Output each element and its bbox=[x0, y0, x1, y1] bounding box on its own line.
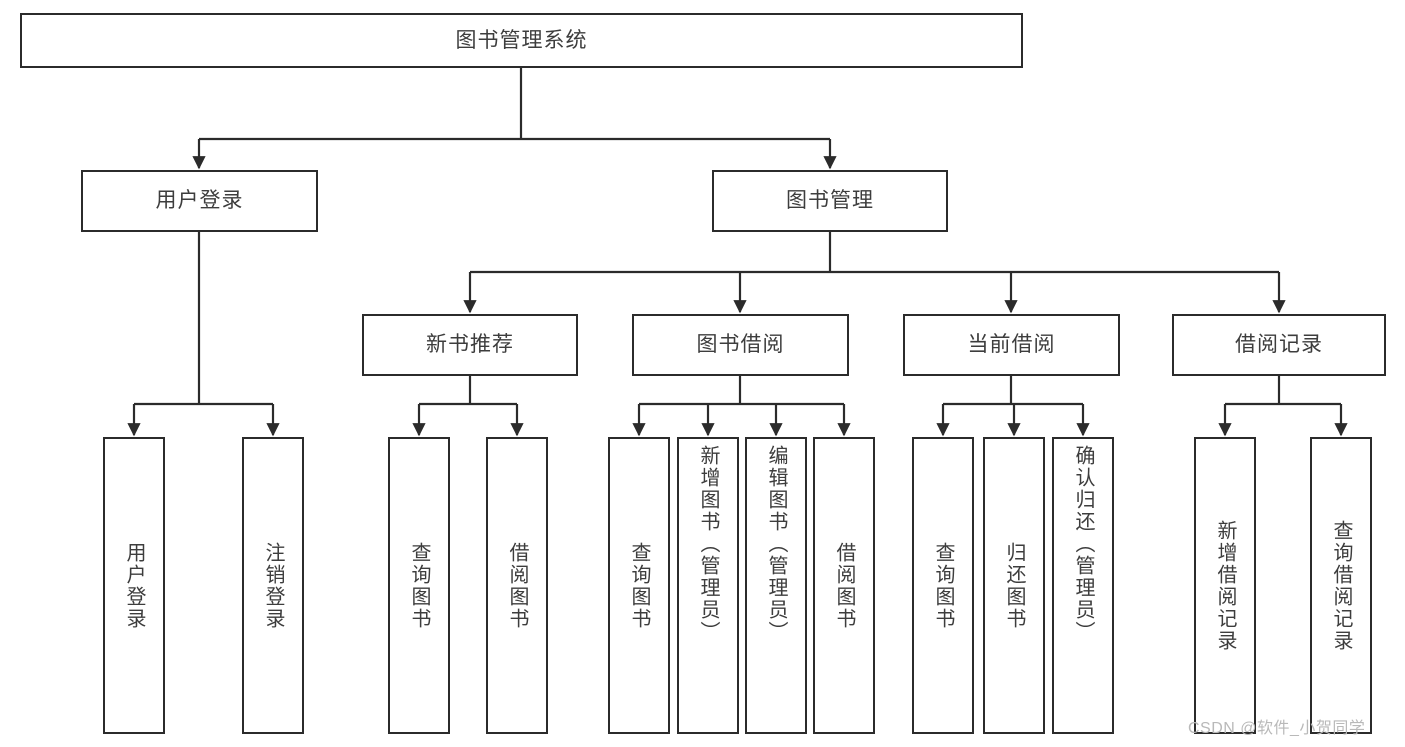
node-user-login[interactable]: 用户登录 bbox=[81, 170, 318, 232]
node-leaf-query-record[interactable]: 查询借阅记录 bbox=[1310, 437, 1372, 734]
node-leaf-user-login[interactable]: 用户登录 bbox=[103, 437, 165, 734]
node-book-borrow[interactable]: 图书借阅 bbox=[632, 314, 849, 376]
node-leaf-confirm-return[interactable]: 确认归还（管理员） bbox=[1052, 437, 1114, 734]
node-label: 图书管理 bbox=[786, 189, 874, 213]
node-book-manage[interactable]: 图书管理 bbox=[712, 170, 948, 232]
node-leaf-query-book-2[interactable]: 查询图书 bbox=[608, 437, 670, 734]
node-leaf-add-book[interactable]: 新增图书（管理员） bbox=[677, 437, 739, 734]
node-label: 当前借阅 bbox=[967, 333, 1056, 357]
node-leaf-borrow-book-1[interactable]: 借阅图书 bbox=[486, 437, 548, 734]
node-label: 编辑图书（管理员） bbox=[765, 445, 787, 643]
node-label: 用户登录 bbox=[123, 541, 145, 630]
node-label: 查询图书 bbox=[628, 541, 650, 630]
node-leaf-query-book-1[interactable]: 查询图书 bbox=[388, 437, 450, 734]
node-label: 用户登录 bbox=[155, 189, 244, 213]
node-new-book-rec[interactable]: 新书推荐 bbox=[362, 314, 578, 376]
connector-lines bbox=[127, 68, 1348, 437]
node-leaf-borrow-book-2[interactable]: 借阅图书 bbox=[813, 437, 875, 734]
node-label: 注销登录 bbox=[262, 541, 284, 630]
node-label: 新增借阅记录 bbox=[1214, 519, 1236, 652]
node-leaf-edit-book[interactable]: 编辑图书（管理员） bbox=[745, 437, 807, 734]
node-label: 查询图书 bbox=[408, 541, 430, 630]
node-label: 图书借阅 bbox=[696, 333, 785, 357]
node-borrow-record[interactable]: 借阅记录 bbox=[1172, 314, 1386, 376]
node-label: 确认归还（管理员） bbox=[1072, 445, 1094, 643]
node-label: 归还图书 bbox=[1003, 541, 1025, 630]
node-label: 查询图书 bbox=[932, 541, 954, 630]
node-current-borrow[interactable]: 当前借阅 bbox=[903, 314, 1120, 376]
node-leaf-user-logout[interactable]: 注销登录 bbox=[242, 437, 304, 734]
node-label: 借阅记录 bbox=[1235, 333, 1323, 357]
node-label: 新增图书（管理员） bbox=[697, 445, 719, 643]
node-leaf-add-record[interactable]: 新增借阅记录 bbox=[1194, 437, 1256, 734]
node-label: 借阅图书 bbox=[833, 541, 855, 630]
node-label: 新书推荐 bbox=[426, 333, 514, 357]
node-label: 查询借阅记录 bbox=[1330, 519, 1352, 652]
node-label: 借阅图书 bbox=[506, 541, 528, 630]
node-leaf-query-book-3[interactable]: 查询图书 bbox=[912, 437, 974, 734]
node-leaf-return-book[interactable]: 归还图书 bbox=[983, 437, 1045, 734]
node-label: 图书管理系统 bbox=[455, 28, 588, 52]
node-root[interactable]: 图书管理系统 bbox=[20, 13, 1023, 68]
